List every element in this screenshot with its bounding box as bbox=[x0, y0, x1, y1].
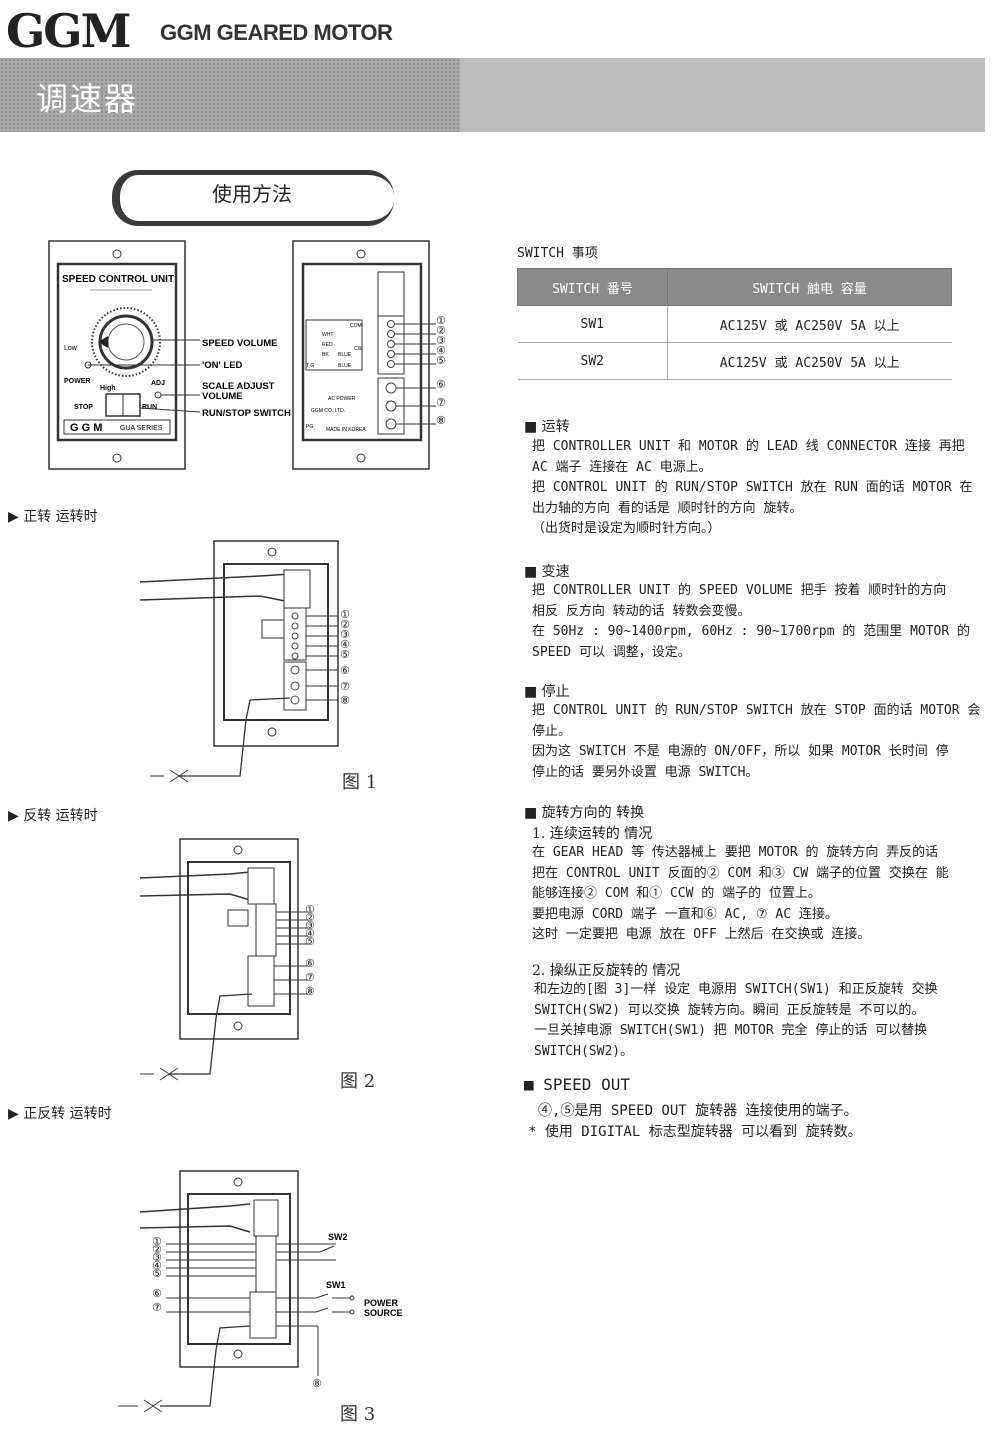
svg-text:SCALE ADJUST: SCALE ADJUST bbox=[202, 381, 275, 392]
figure-1-caption: 图 1 bbox=[342, 772, 378, 793]
section-heading-speed-out: ■ SPEED OUT bbox=[524, 1075, 630, 1094]
section-body-direction: 在 GEAR HEAD 等 传达器械上 要把 MOTOR 的 旋转方向 弄反的话… bbox=[532, 845, 949, 942]
section-heading-direction: ■ 旋转方向的 转换 bbox=[524, 805, 645, 821]
label-forward-reverse: ▶ 正反转 运转时 bbox=[8, 1106, 112, 1122]
svg-text:'ON' LED: 'ON' LED bbox=[202, 360, 243, 371]
svg-text:T G: T G bbox=[306, 363, 314, 369]
table-cell: AC125V 或 AC250V 5A 以上 bbox=[667, 305, 952, 343]
svg-text:BLUE: BLUE bbox=[338, 363, 352, 369]
svg-text:AC POWER: AC POWER bbox=[328, 396, 356, 402]
svg-text:RED: RED bbox=[322, 342, 333, 348]
svg-text:BLUE: BLUE bbox=[338, 352, 352, 358]
svg-text:COM: COM bbox=[350, 323, 362, 329]
figure-3-wiring: SW2 SW1 POWER SOURCE bbox=[118, 1170, 403, 1413]
label-forward: ▶ 正转 运转时 bbox=[8, 509, 98, 525]
controller-diagram: SPEED CONTROL UNIT Low High POWER ADJ ST… bbox=[48, 240, 436, 470]
svg-text:POWER: POWER bbox=[364, 1298, 399, 1308]
svg-text:VOLUME: VOLUME bbox=[202, 391, 243, 402]
table-cell: AC125V 或 AC250V 5A 以上 bbox=[667, 342, 952, 380]
banner-pattern bbox=[0, 58, 460, 132]
figure-1-wiring bbox=[140, 540, 339, 783]
table-header-row: SWITCH 番号 SWITCH 触电 容量 bbox=[517, 268, 952, 306]
svg-text:PG: PG bbox=[306, 424, 313, 430]
section-heading-speed: ■ 变速 bbox=[524, 564, 570, 580]
section-title: 使用方法 bbox=[212, 182, 292, 206]
table-row: SW2 AC125V 或 AC250V 5A 以上 bbox=[517, 342, 952, 380]
svg-text:SPEED VOLUME: SPEED VOLUME bbox=[202, 338, 278, 349]
svg-text:POWER: POWER bbox=[64, 378, 90, 385]
svg-text:CW: CW bbox=[354, 346, 363, 352]
svg-text:ADJ: ADJ bbox=[151, 380, 165, 387]
table-header: SWITCH 番号 bbox=[517, 268, 668, 306]
svg-text:G G M: G G M bbox=[70, 422, 102, 434]
section-subheading-continuous: 1. 连续运转的 情况 bbox=[532, 826, 653, 842]
section-heading-run: ■ 运转 bbox=[524, 419, 570, 435]
figure-2-caption: 图 2 bbox=[340, 1071, 376, 1092]
svg-text:RUN/STOP SWITCH: RUN/STOP SWITCH bbox=[202, 408, 291, 419]
brand-logo: GGM bbox=[6, 4, 131, 58]
svg-text:WHT: WHT bbox=[322, 332, 333, 338]
section-body-run: 把 CONTROLLER UNIT 和 MOTOR 的 LEAD 线 CONNE… bbox=[532, 439, 973, 536]
section-body-speed-out: ④,⑤是用 SPEED OUT 旋转器 连接使用的端子。 * 使用 DIGITA… bbox=[528, 1103, 862, 1140]
svg-text:SW2: SW2 bbox=[328, 1232, 348, 1242]
table-row: SW1 AC125V 或 AC250V 5A 以上 bbox=[517, 305, 952, 343]
switch-table-caption: SWITCH 事项 bbox=[517, 246, 598, 261]
svg-text:SOURCE: SOURCE bbox=[364, 1308, 403, 1318]
svg-text:GUA SERIES: GUA SERIES bbox=[120, 425, 163, 432]
switch-table: SWITCH 番号 SWITCH 触电 容量 SW1 AC125V 或 AC25… bbox=[517, 268, 952, 380]
svg-text:BK: BK bbox=[322, 352, 329, 358]
section-heading-stop: ■ 停止 bbox=[524, 684, 570, 700]
figure-2-wiring bbox=[140, 838, 308, 1081]
section-body-stop: 把 CONTROL UNIT 的 RUN/STOP SWITCH 放在 STOP… bbox=[532, 703, 981, 780]
svg-text:MADE IN KOREA: MADE IN KOREA bbox=[326, 427, 366, 433]
svg-text:Low: Low bbox=[64, 345, 78, 352]
section-heading-forward-reverse: 2. 操纵正反旋转的 情况 bbox=[532, 963, 681, 979]
section-pill bbox=[112, 170, 394, 226]
svg-text:STOP: STOP bbox=[74, 404, 93, 411]
table-cell: SW1 bbox=[517, 305, 668, 343]
fig3-terminal-8: ⑧ bbox=[312, 1377, 322, 1390]
svg-text:RUN: RUN bbox=[142, 404, 157, 411]
unit-label: SPEED CONTROL UNIT bbox=[62, 274, 174, 285]
page-title: 调速器 bbox=[36, 80, 139, 118]
table-header: SWITCH 触电 容量 bbox=[667, 268, 952, 306]
svg-text:High: High bbox=[100, 385, 116, 392]
svg-text:SW1: SW1 bbox=[326, 1280, 346, 1290]
brand-subtitle: GGM GEARED MOTOR bbox=[160, 20, 393, 45]
section-body-speed: 把 CONTROLLER UNIT 的 SPEED VOLUME 把手 按着 顺… bbox=[532, 583, 971, 660]
label-reverse: ▶ 反转 运转时 bbox=[8, 808, 98, 824]
figure-3-caption: 图 3 bbox=[340, 1404, 376, 1425]
svg-text:GGM CO.,LTD.: GGM CO.,LTD. bbox=[311, 408, 345, 414]
table-cell: SW2 bbox=[517, 342, 668, 380]
